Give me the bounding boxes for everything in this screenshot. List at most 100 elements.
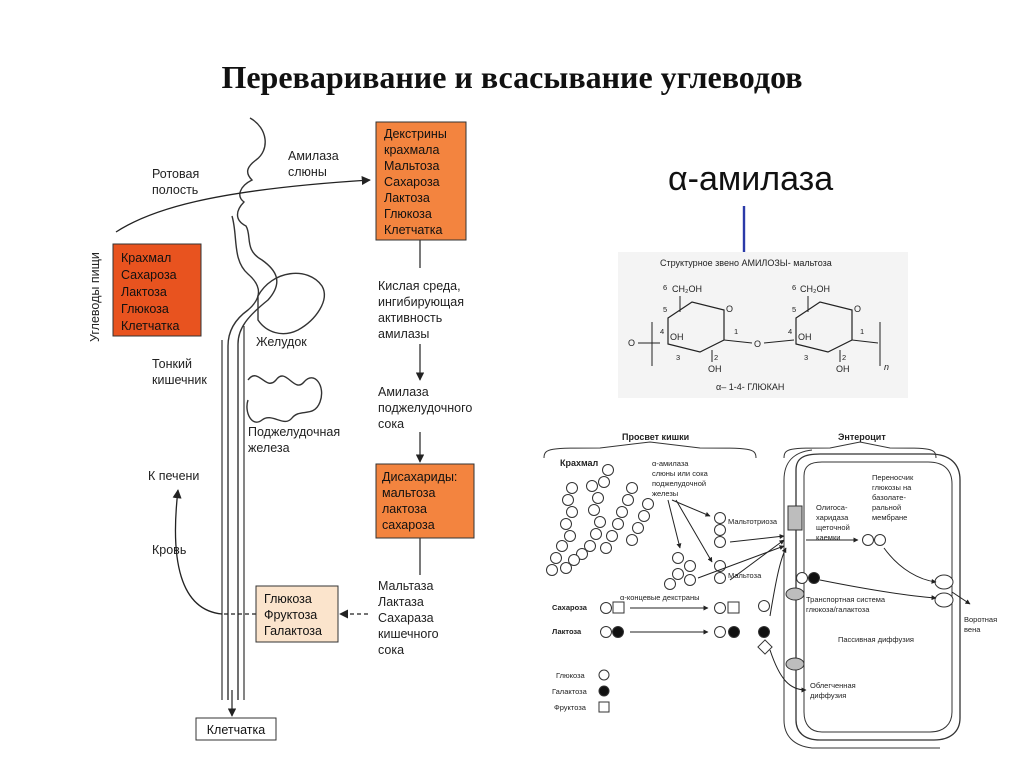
stomach-shape: [257, 272, 325, 335]
maltotriose-molecule: [714, 512, 726, 548]
food-item: Сахароза: [121, 268, 177, 282]
galactose-unit: [758, 626, 770, 638]
structure-panel: [618, 252, 908, 398]
pancreas-label: железа: [248, 441, 290, 455]
facilitated-diffusion-label: диффузия: [810, 691, 846, 700]
arrow-to-liver: [172, 489, 223, 615]
glycosidic-o: O: [754, 339, 761, 349]
oh-group: OH: [708, 364, 722, 374]
transport-system-label: глюкоза/галактоза: [806, 605, 870, 614]
enterocyte-heading: Энтероцит: [838, 432, 886, 442]
glucose-unit: [600, 626, 612, 638]
oral-cavity-label: полость: [152, 183, 198, 197]
basolateral-carrier: [934, 574, 954, 590]
pancreatic-amylase-label: Амилаза: [378, 385, 429, 399]
dextrin-cluster: [664, 552, 696, 590]
alpha-amylase-heading: α-амилаза: [668, 160, 833, 198]
acid-label: амилазы: [378, 327, 429, 341]
salivary-amylase-label: Амилаза: [288, 149, 339, 163]
transport-system-label: Транспортная система: [806, 595, 886, 604]
lumen-heading: Просвет кишки: [622, 432, 689, 442]
fiber-box: [195, 717, 277, 741]
carrier-label: базолате-: [872, 493, 906, 502]
oligosaccharidase-label: каемки: [816, 533, 840, 542]
glucose-unit: [796, 572, 808, 584]
glucose-unit: [758, 600, 770, 612]
glucan-label: α– 1-4- ГЛЮКАН: [716, 382, 784, 392]
oh-group: OH: [836, 364, 850, 374]
bond: [851, 339, 879, 344]
transporter: [785, 657, 805, 671]
legend-fructose: Фруктоза: [554, 703, 587, 712]
digestion-pathway-diagram: Крахмал Сахароза Лактоза Глюкоза Клетчат…: [88, 117, 475, 741]
dextrin-item: крахмала: [384, 143, 439, 157]
ring-o: O: [854, 304, 861, 314]
arrow: [729, 539, 785, 581]
arrow: [951, 591, 971, 605]
dextrins-box: [375, 121, 467, 241]
disaccharide-item: мальтоза: [382, 486, 436, 500]
arrow: [675, 499, 713, 563]
fructose-unit: [727, 601, 740, 614]
arrow: [769, 547, 787, 617]
legend: Глюкоза Галактоза Фруктоза: [552, 669, 610, 713]
arrow: [819, 579, 937, 601]
carbon-number: 1: [734, 327, 738, 336]
arrow: [671, 499, 711, 517]
legend-fructose-symbol: [598, 701, 610, 713]
pancreas-shape: [246, 375, 323, 423]
acid-label: активность: [378, 311, 442, 325]
carbon-number: 3: [804, 353, 808, 362]
amylase-label: железы: [652, 489, 678, 498]
galactose-unit: [728, 626, 740, 638]
dextrin-item: Лактоза: [384, 191, 430, 205]
sucrose-label: Сахароза: [552, 603, 588, 612]
carrier-label: мембране: [872, 513, 907, 522]
food-item: Глюкоза: [121, 302, 169, 316]
food-item: Крахмал: [121, 251, 171, 265]
intestinal-enzymes-label: Мальтаза: [378, 579, 433, 593]
salivary-amylase-label: слюны: [288, 165, 327, 179]
enterocyte-brace: [783, 441, 937, 459]
acid-label: ингибирующая: [378, 295, 464, 309]
glucose-unit: [862, 534, 874, 546]
carbon-number: 5: [792, 305, 796, 314]
facilitated-diffusion-label: Облегченная: [810, 681, 856, 690]
starch-label: Крахмал: [560, 458, 599, 468]
disaccharide-item: Дисахариды:: [382, 470, 457, 484]
carbon-number: 2: [714, 353, 718, 362]
structure-title: Структурное звено АМИЛОЗЫ- мальтоза: [660, 258, 832, 268]
small-intestine-label: кишечник: [152, 373, 207, 387]
arrow: [697, 545, 785, 579]
carbon-number: 2: [842, 353, 846, 362]
carrier-label: глюкозы на: [872, 483, 912, 492]
legend-galactose-symbol: [598, 685, 610, 697]
disaccharide-item: сахароза: [382, 518, 435, 532]
oligosaccharidase-label: Олигоса-: [816, 503, 848, 512]
food-carbs-box: [112, 243, 202, 337]
acid-label: Кислая среда,: [378, 279, 461, 293]
legend-glucose-symbol: [598, 669, 610, 681]
glucose-unit: [874, 534, 886, 546]
monosaccharides-box: [255, 585, 339, 643]
dextrins-label: α-концевые декстраны: [620, 593, 700, 602]
ch2oh-right: CH₂OH: [800, 284, 830, 294]
oh-group: OH: [670, 332, 684, 342]
blood-label: Кровь: [152, 543, 186, 557]
portal-vein-label: вена: [964, 625, 981, 634]
slide-title: Переваривание и всасывание углеводов: [221, 59, 802, 95]
to-liver-label: К печени: [148, 469, 199, 483]
absorption-diagram: Просвет кишки Энтероцит Крахмал α-амилаз…: [543, 432, 997, 749]
arrow: [769, 649, 807, 693]
bond: [723, 339, 753, 344]
fructose-unit: [612, 601, 625, 614]
food-carbs-label: Углеводы пищи: [88, 252, 102, 342]
arrow: [729, 534, 785, 543]
esophagus-inner: [227, 215, 260, 700]
oral-cavity-label: Ротовая: [152, 167, 199, 181]
dextrin-item: Декстрины: [384, 127, 447, 141]
amylase-label: α-амилаза: [652, 459, 689, 468]
intestinal-enzymes-label: Сахараза: [378, 611, 434, 625]
ring-o: O: [726, 304, 733, 314]
small-intestine-label: Тонкий: [152, 357, 192, 371]
